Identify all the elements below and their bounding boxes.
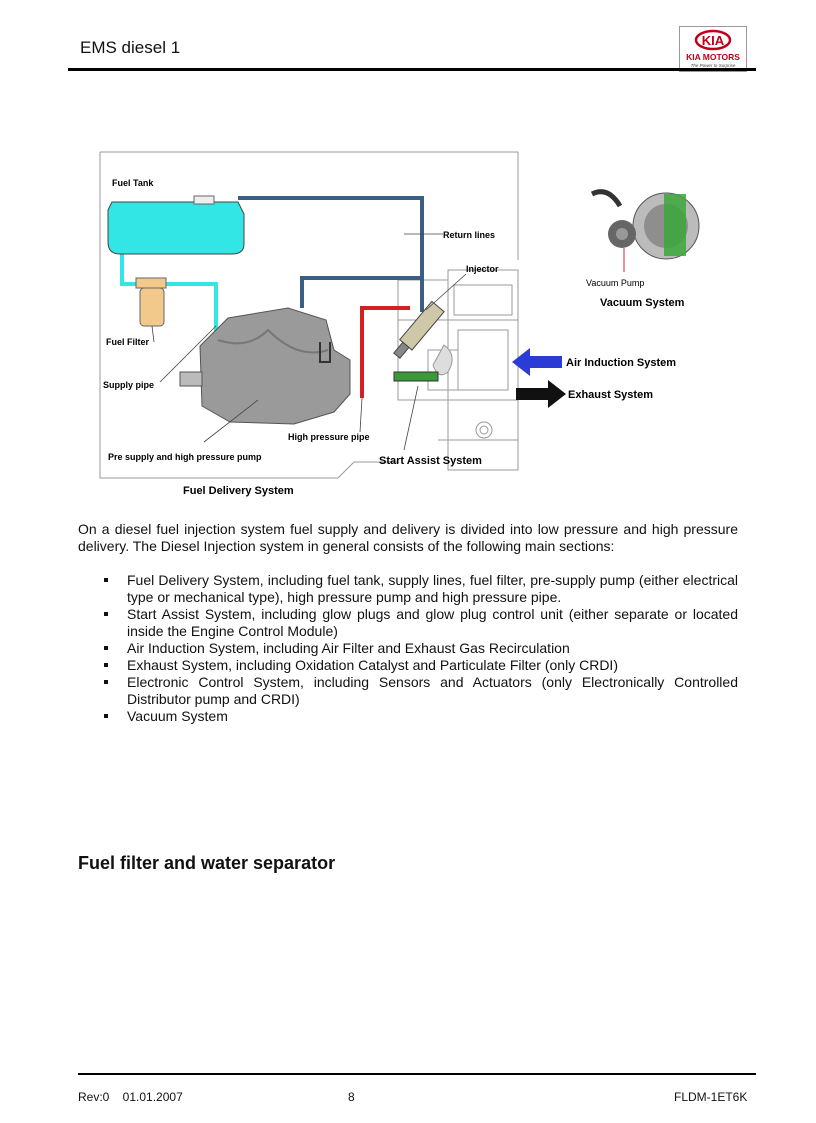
label-start-assist: Start Assist System bbox=[379, 455, 482, 467]
tank-filler-cap bbox=[193, 195, 215, 205]
kia-logo: KIA KIA MOTORS The Power to Surprise bbox=[679, 26, 747, 72]
svg-text:KIA: KIA bbox=[702, 33, 725, 48]
fuel-filter-shape bbox=[139, 287, 165, 327]
label-air-induction: Air Induction System bbox=[566, 357, 676, 369]
svg-text:The Power to Surprise: The Power to Surprise bbox=[691, 63, 736, 68]
label-exhaust: Exhaust System bbox=[568, 389, 653, 401]
label-pre-supply-pump: Pre supply and high pressure pump bbox=[108, 452, 262, 462]
filter-head bbox=[135, 277, 167, 289]
list-item: Electronic Control System, including Sen… bbox=[100, 674, 738, 708]
injector-shape bbox=[393, 300, 445, 359]
list-item: Fuel Delivery System, including fuel tan… bbox=[100, 572, 738, 606]
glow-plug-shape bbox=[393, 371, 439, 382]
label-supply-pipe: Supply pipe bbox=[103, 380, 154, 390]
label-return-lines: Return lines bbox=[443, 230, 495, 240]
list-item: Start Assist System, including glow plug… bbox=[100, 606, 738, 640]
list-item: Vacuum System bbox=[100, 708, 738, 725]
list-item: Exhaust System, including Oxidation Cata… bbox=[100, 657, 738, 674]
page-header-title: EMS diesel 1 bbox=[80, 38, 181, 57]
svg-text:KIA MOTORS: KIA MOTORS bbox=[686, 52, 740, 62]
caption-fuel-delivery: Fuel Delivery System bbox=[183, 485, 294, 497]
label-vacuum-pump: Vacuum Pump bbox=[586, 278, 644, 288]
label-high-pressure-pipe: High pressure pipe bbox=[288, 432, 370, 442]
return-line-upper bbox=[238, 196, 424, 312]
footer-revision: Rev:0 01.01.2007 bbox=[78, 1090, 183, 1104]
section-list: Fuel Delivery System, including fuel tan… bbox=[100, 572, 738, 725]
label-fuel-filter: Fuel Filter bbox=[106, 337, 150, 347]
footer-rule bbox=[78, 1073, 756, 1075]
footer-page-number: 8 bbox=[348, 1090, 355, 1104]
pump-drive-shaft bbox=[179, 371, 203, 387]
fuel-system-figure: Fuel Tank Return lines Injector Fuel Fil… bbox=[98, 150, 718, 505]
exhaust-arrow bbox=[516, 380, 566, 408]
label-vacuum-system: Vacuum System bbox=[600, 297, 685, 309]
vacuum-pump-image bbox=[586, 184, 716, 272]
section-heading: Fuel filter and water separator bbox=[78, 853, 336, 873]
fuel-tank-shape bbox=[107, 201, 245, 255]
label-injector: Injector bbox=[466, 264, 499, 274]
supply-pipe-line bbox=[120, 250, 218, 350]
air-induction-arrow bbox=[512, 348, 562, 376]
return-line-lower bbox=[300, 276, 422, 308]
intro-paragraph: On a diesel fuel injection system fuel s… bbox=[78, 521, 738, 554]
injection-pump-shape bbox=[199, 307, 351, 425]
list-item: Air Induction System, including Air Filt… bbox=[100, 640, 738, 657]
label-fuel-tank: Fuel Tank bbox=[112, 178, 154, 188]
high-pressure-pipe-line bbox=[360, 306, 410, 398]
footer-doc-id: FLDM-1ET6K bbox=[674, 1090, 748, 1104]
header-rule bbox=[68, 68, 756, 71]
